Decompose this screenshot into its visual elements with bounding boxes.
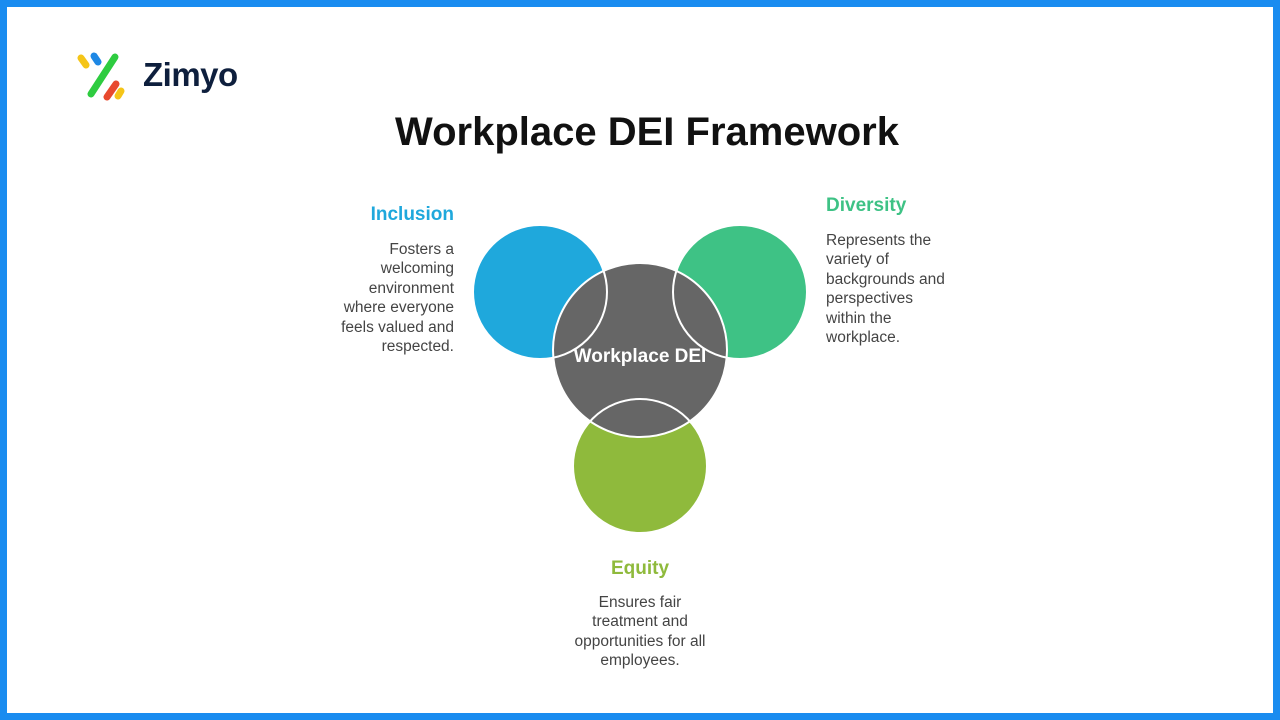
equity-title: Equity [610, 558, 670, 579]
inclusion-overlap-outline [472, 224, 608, 360]
equity-circle [573, 399, 707, 533]
logo-wordmark: Zimyo [143, 56, 238, 93]
diversity-title: Diversity [826, 195, 907, 216]
equity-description: Ensures fair treatment and opportunities… [574, 594, 706, 670]
page-title: Workplace DEI Framework [395, 110, 899, 154]
inclusion-title: Inclusion [370, 204, 454, 225]
diversity-description: Represents the variety of backgrounds an… [826, 232, 945, 347]
zimyo-logo: Zimyo [77, 51, 257, 103]
equity-overlap-outline [572, 398, 708, 534]
inclusion-description: Fosters a welcoming environment where ev… [341, 241, 454, 356]
center-circle [552, 262, 728, 438]
center-label: Workplace DEI [573, 346, 707, 367]
zimyo-logo-mark-icon [77, 52, 125, 101]
diversity-overlap-outline [672, 224, 808, 360]
